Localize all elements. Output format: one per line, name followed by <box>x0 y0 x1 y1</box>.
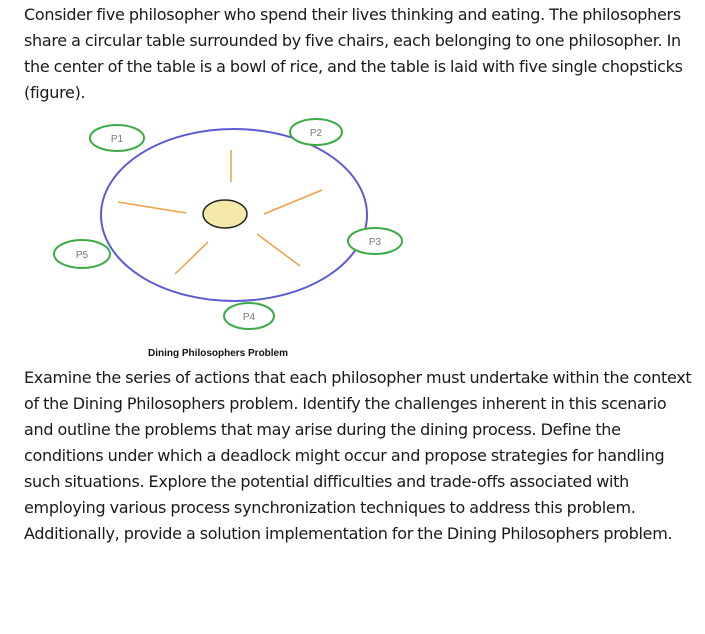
chopstick-2 <box>117 201 187 214</box>
figure-caption: Dining Philosophers Problem <box>148 348 288 359</box>
dining-philosophers-figure: P1 P2 P3 P4 P5 Dining Philosophers Probl… <box>0 105 705 365</box>
philosopher-p4: P4 <box>223 302 275 330</box>
figure-svg: P1 P2 P3 P4 P5 Dining Philosophers Probl… <box>53 118 403 359</box>
philosopher-label: P2 <box>310 128 323 139</box>
philosopher-label: P3 <box>369 237 382 248</box>
table-ellipse <box>100 128 368 302</box>
philosopher-label: P4 <box>243 312 256 323</box>
question-paragraph: Examine the series of actions that each … <box>24 368 692 543</box>
philosopher-p1: P1 <box>89 124 145 152</box>
philosopher-label: P1 <box>111 134 124 145</box>
philosopher-p5: P5 <box>53 239 111 269</box>
philosopher-p3: P3 <box>347 227 403 255</box>
philosopher-p2: P2 <box>289 118 343 146</box>
intro-paragraph: Consider five philosopher who spend thei… <box>24 5 683 102</box>
chopstick-3 <box>263 189 323 215</box>
philosopher-label: P5 <box>76 250 89 261</box>
chopstick-5 <box>256 233 301 267</box>
chopstick-4 <box>174 241 209 275</box>
rice-bowl <box>202 199 248 229</box>
